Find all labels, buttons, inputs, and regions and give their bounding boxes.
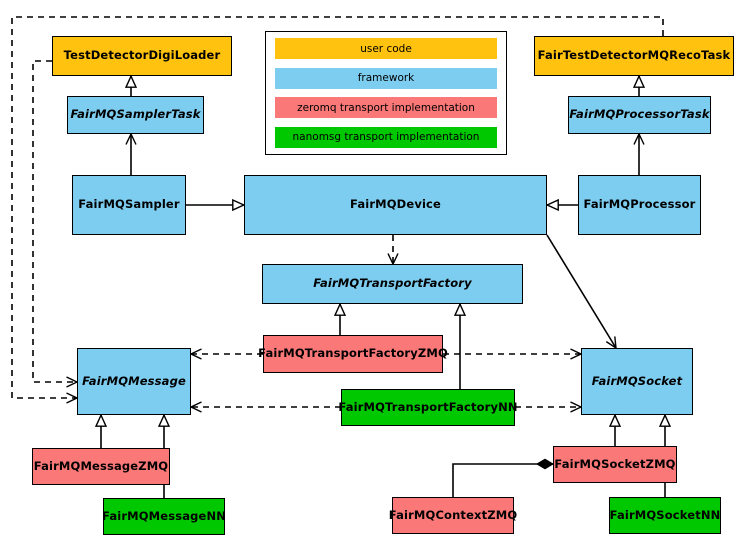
legend-label-nanomsg: nanomsg transport implementation — [292, 131, 480, 144]
class-box-testdetectordigiloader[interactable]: TestDetectorDigiLoader — [52, 36, 232, 76]
legend-label-zeromq: zeromq transport implementation — [297, 101, 475, 114]
legend-label-user-code: user code — [360, 42, 412, 55]
class-box-fairmqmessagenn[interactable]: FairMQMessageNN — [102, 498, 226, 535]
class-box-fairmqtransportfactory[interactable]: FairMQTransportFactory — [262, 264, 523, 304]
legend-item-user-code: user code — [275, 38, 497, 59]
class-box-label: FairMQSocket — [591, 373, 683, 388]
class-box-label: FairMQMessage — [82, 373, 186, 388]
class-box-fairmqprocessortask[interactable]: FairMQProcessorTask — [568, 96, 711, 134]
edge-device-to-socket — [546, 234, 617, 350]
class-box-label: FairMQDevice — [350, 197, 441, 212]
class-box-label: FairMQTransportFactory — [313, 276, 472, 291]
class-box-fairmqsocketzmq[interactable]: FairMQSocketZMQ — [553, 446, 677, 483]
class-box-label: FairMQMessageNN — [102, 508, 226, 523]
class-box-fairmqsamplertask[interactable]: FairMQSamplerTask — [67, 96, 204, 134]
legend-item-zeromq: zeromq transport implementation — [275, 97, 497, 119]
class-box-label: FairMQTransportFactoryZMQ — [258, 346, 448, 361]
class-box-label: FairTestDetectorMQRecoTask — [537, 48, 731, 63]
class-box-fairmqsocketnn[interactable]: FairMQSocketNN — [609, 497, 721, 534]
class-box-label: FairMQProcessor — [583, 197, 696, 212]
class-box-fairmqsampler[interactable]: FairMQSampler — [72, 175, 186, 235]
class-box-label: FairMQTransportFactoryNN — [338, 399, 518, 414]
legend-item-framework: framework — [275, 67, 497, 89]
class-box-fairmqtransportfactoryzmq[interactable]: FairMQTransportFactoryZMQ — [258, 335, 448, 373]
class-box-fairmqtransportfactorynn[interactable]: FairMQTransportFactoryNN — [338, 389, 518, 426]
class-box-label: FairMQSamplerTask — [70, 107, 201, 122]
class-box-fairmqmessagezmq[interactable]: FairMQMessageZMQ — [32, 448, 170, 485]
class-box-fairmqsocket[interactable]: FairMQSocket — [581, 348, 693, 415]
class-box-fairtestdetectormqrecotask[interactable]: FairTestDetectorMQRecoTask — [534, 36, 734, 76]
class-box-label: FairMQSocketZMQ — [554, 456, 676, 471]
class-box-label: FairMQProcessorTask — [569, 107, 710, 122]
class-box-label: FairMQMessageZMQ — [33, 458, 169, 473]
class-box-label: FairMQContextZMQ — [388, 507, 518, 522]
legend-panel: user code framework zeromq transport imp… — [265, 31, 507, 155]
class-box-label: TestDetectorDigiLoader — [63, 48, 221, 63]
legend-item-nanomsg: nanomsg transport implementation — [275, 126, 497, 148]
class-box-fairmqcontextzmq[interactable]: FairMQContextZMQ — [388, 497, 518, 534]
class-box-fairmqprocessor[interactable]: FairMQProcessor — [578, 175, 701, 235]
class-box-label: FairMQSocketNN — [609, 507, 721, 522]
edge-contextzmq-to-socketzmq — [452, 464, 553, 497]
class-box-fairmqmessage[interactable]: FairMQMessage — [77, 348, 191, 415]
legend-label-framework: framework — [357, 72, 415, 85]
class-box-fairmqdevice[interactable]: FairMQDevice — [244, 175, 547, 235]
class-box-label: FairMQSampler — [78, 197, 180, 212]
